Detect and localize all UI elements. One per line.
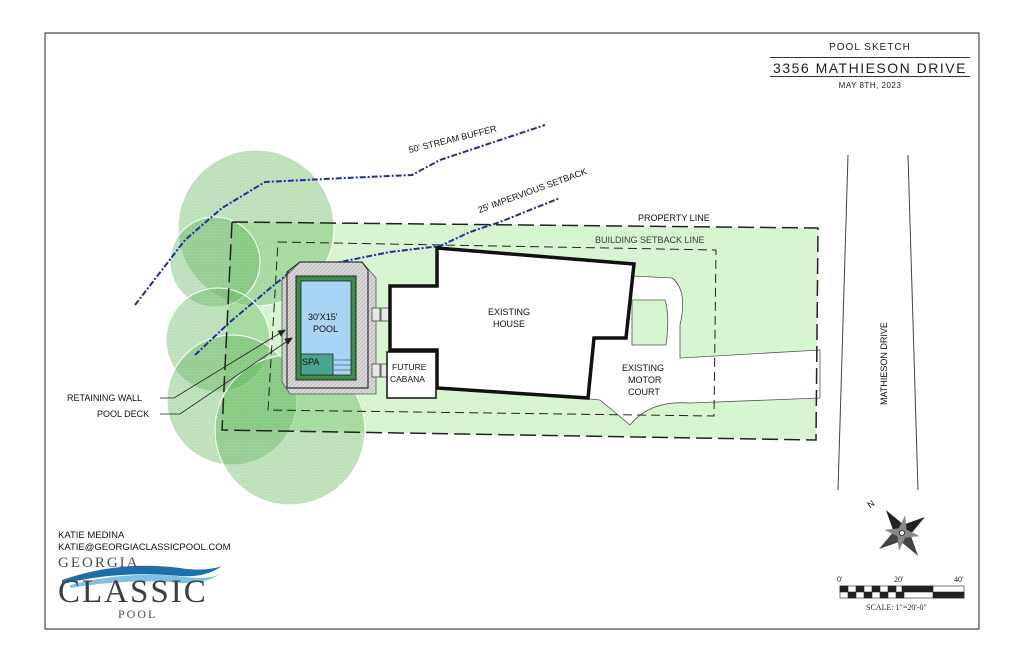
existing-house — [388, 246, 636, 400]
logo-pool: POOL — [118, 607, 158, 621]
cabana-label-line1: FUTURE — [392, 362, 427, 372]
road-edge-east — [907, 154, 919, 491]
logo-georgia: GEORGIA — [58, 555, 140, 571]
leader-lines — [160, 329, 293, 415]
sheet-date: MAY 8TH, 2023 — [838, 81, 902, 90]
cabana-label-line2: CABANA — [390, 374, 425, 384]
street-label: MATHIESON DRIVE — [879, 322, 889, 405]
pool-size-label: 30'X15' — [308, 312, 338, 322]
scale-bar — [839, 585, 965, 599]
logo-wave-light — [70, 574, 220, 588]
logo-wave — [62, 565, 222, 584]
property-line — [221, 221, 819, 441]
building-setback-line — [267, 241, 717, 417]
spa-steps — [334, 359, 351, 371]
scale-caption: SCALE: 1"=20'-0" — [866, 603, 927, 612]
future-cabana — [386, 351, 437, 399]
scale-tick-20: 20' — [894, 575, 904, 584]
motor-court-island — [631, 299, 669, 346]
sheet-title: POOL SKETCH — [829, 42, 911, 53]
pool-deck-label: POOL DECK — [97, 409, 150, 419]
impervious-setback-line — [194, 197, 561, 356]
property-line-label: PROPERTY LINE — [638, 213, 710, 223]
pool-label: POOL — [313, 324, 339, 334]
project-address: 3356 MATHIESON DRIVE — [770, 57, 970, 77]
motor-court-label-line3: COURT — [628, 387, 660, 397]
spa-basin — [300, 353, 334, 376]
north-arrow-compass — [879, 510, 925, 556]
scale-tick-40: 40' — [954, 575, 964, 584]
spa-label: SPA — [302, 357, 320, 367]
road-edge-west — [837, 154, 849, 491]
contact-block: KATIE MEDINA KATIE@GEORGIACLASSICPOOL.CO… — [58, 530, 231, 554]
scale-tick-0: 0' — [837, 575, 843, 584]
stream-buffer-line — [134, 124, 546, 306]
retaining-wall-label: RETAINING WALL — [67, 393, 143, 403]
house-label-line2: HOUSE — [493, 319, 526, 329]
contact-name: KATIE MEDINA — [58, 530, 125, 541]
motor-court-label-line1: EXISTING — [622, 363, 665, 373]
retaining-wall — [286, 261, 369, 389]
building-setback-label: BUILDING SETBACK LINE — [595, 235, 705, 245]
contact-email: KATIE@GEORGIACLASSICPOOL.COM — [58, 542, 231, 553]
house-label-line1: EXISTING — [488, 307, 531, 317]
logo-classic: CLASSIC — [58, 574, 208, 610]
motor-court-label-line2: MOTOR — [628, 375, 662, 385]
title-block: POOL SKETCH 3356 MATHIESON DRIVE MAY 8TH… — [770, 42, 970, 90]
sheet-border — [44, 32, 980, 630]
